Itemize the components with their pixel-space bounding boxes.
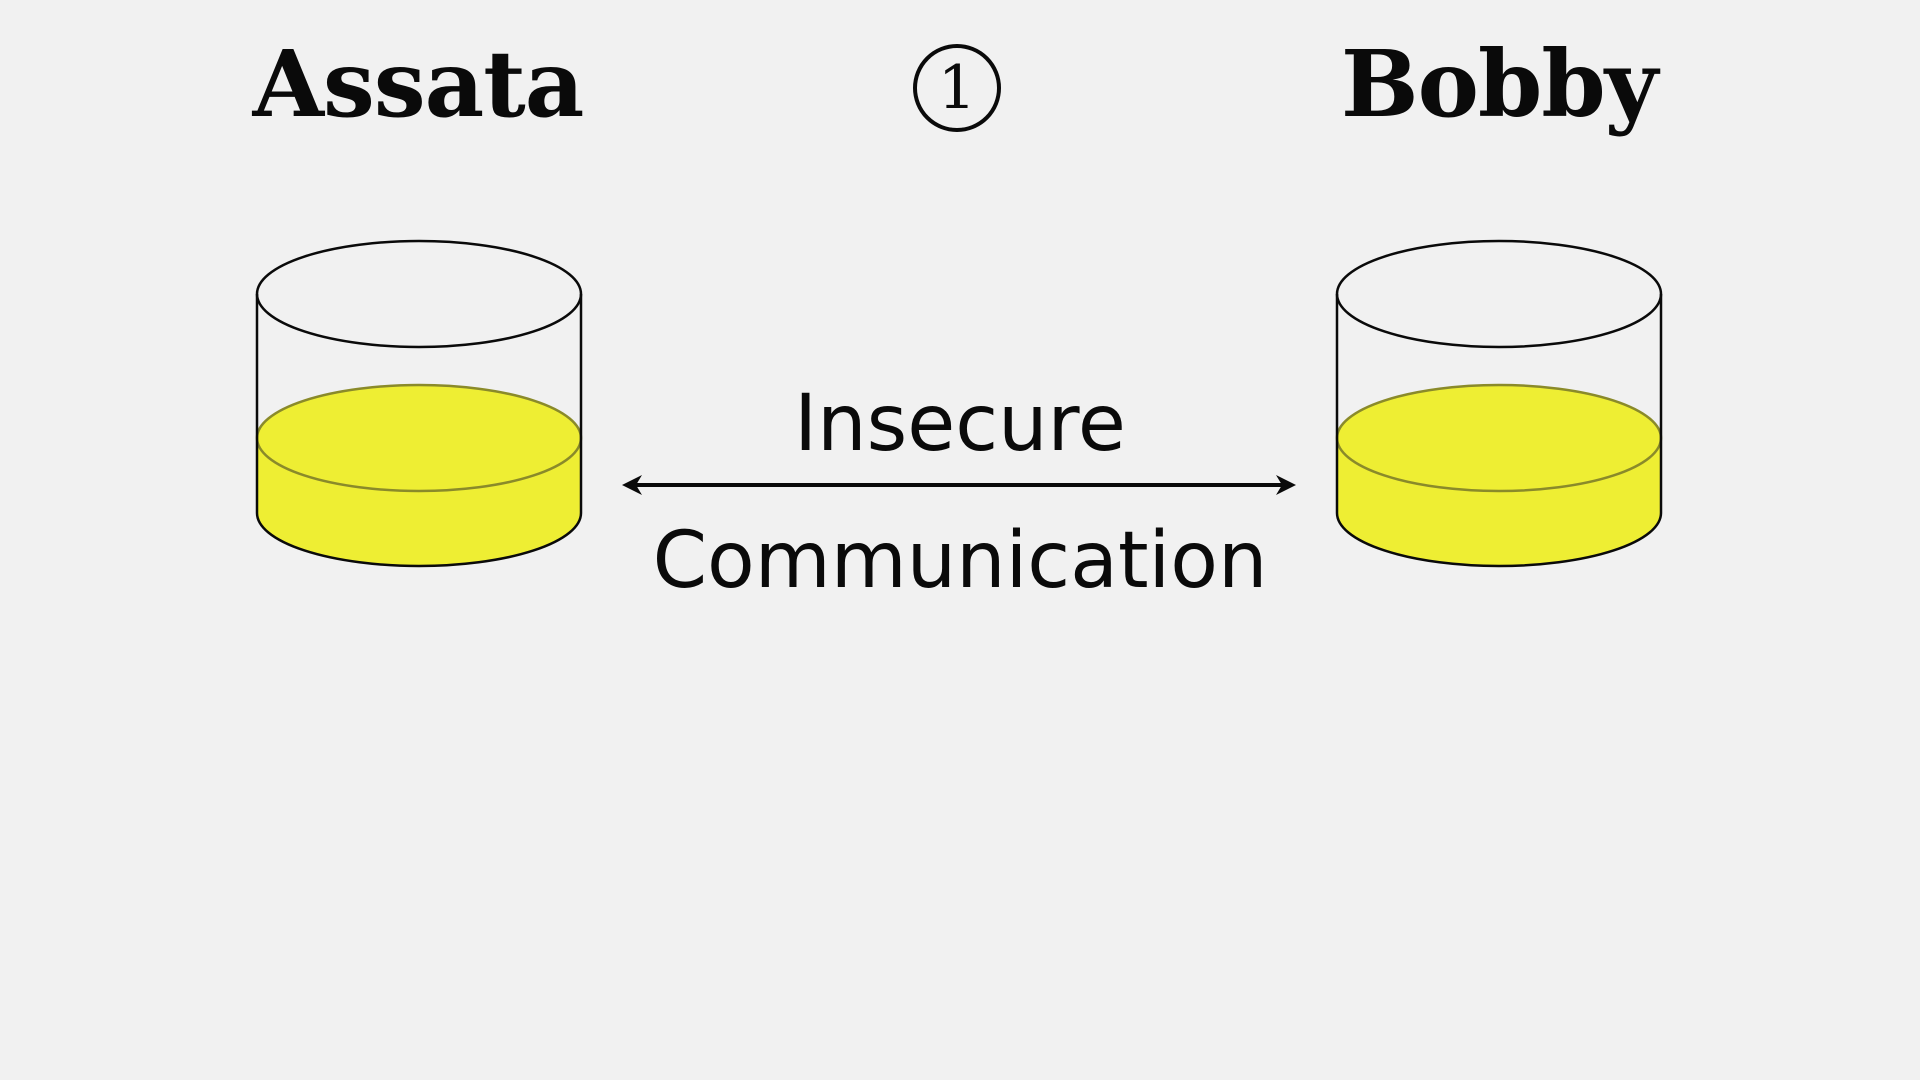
party-name-left: Assata <box>252 30 585 138</box>
step-number-badge: 1 <box>913 44 1001 132</box>
channel-label-insecure: Insecure <box>794 379 1126 469</box>
party-name-right: Bobby <box>1340 30 1658 138</box>
database-cylinder-icon <box>1335 239 1663 568</box>
database-cylinder-icon <box>255 239 583 568</box>
channel-label-communication: Communication <box>652 516 1268 606</box>
